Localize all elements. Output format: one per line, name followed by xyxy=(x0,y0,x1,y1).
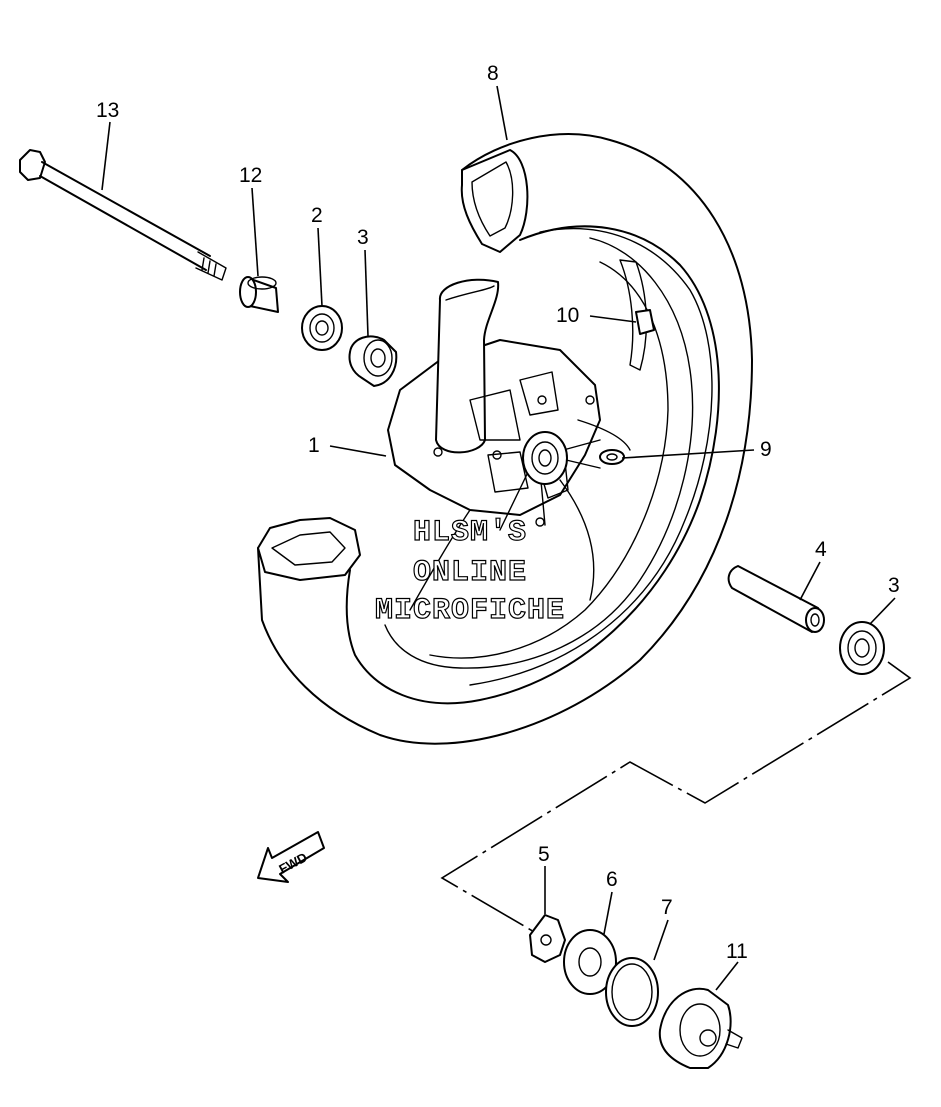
forward-direction-arrow: FWD xyxy=(257,831,325,883)
assembly-dashline xyxy=(440,661,912,941)
callout-4: 4 xyxy=(815,538,827,561)
callout-3-upper: 3 xyxy=(357,226,369,249)
gear-unit-part-11 xyxy=(658,987,743,1069)
callout-9: 9 xyxy=(760,438,772,461)
spacer-part-4 xyxy=(727,565,825,633)
bearing-part-3-lower xyxy=(839,621,885,675)
leader-lines xyxy=(101,85,896,991)
wheel-hub-part-1 xyxy=(387,278,631,611)
washer-part-6 xyxy=(563,929,617,995)
watermark-line-1: HLSM'S xyxy=(413,516,527,550)
watermark: HLSM'S ONLINE MICROFICHE xyxy=(374,515,565,628)
seal-part-7 xyxy=(605,957,659,1027)
callout-13: 13 xyxy=(96,99,119,122)
callout-8: 8 xyxy=(487,62,499,85)
collar-part-9 xyxy=(599,449,625,465)
tire-rim-part-8 xyxy=(257,133,753,745)
watermark-line-2: ONLINE xyxy=(413,556,527,590)
callout-1: 1 xyxy=(308,434,320,457)
oil-seal-part-2 xyxy=(301,305,343,351)
callout-6: 6 xyxy=(606,868,618,891)
watermark-line-3: MICROFICHE xyxy=(375,594,565,628)
callout-2: 2 xyxy=(311,204,323,227)
valve-part-10 xyxy=(635,309,655,335)
callout-numbers: 8 13 12 2 3 10 1 9 4 3 5 6 7 11 xyxy=(96,62,900,963)
callout-11: 11 xyxy=(726,940,748,963)
callout-10: 10 xyxy=(556,304,579,327)
axle-part-13 xyxy=(19,149,227,281)
bearing-part-3-upper xyxy=(348,335,398,387)
callout-3-lower: 3 xyxy=(888,574,900,597)
callout-7: 7 xyxy=(661,896,673,919)
callout-5: 5 xyxy=(538,843,550,866)
callout-12: 12 xyxy=(239,164,262,187)
retainer-part-5 xyxy=(529,914,566,963)
collar-part-12 xyxy=(239,276,279,313)
